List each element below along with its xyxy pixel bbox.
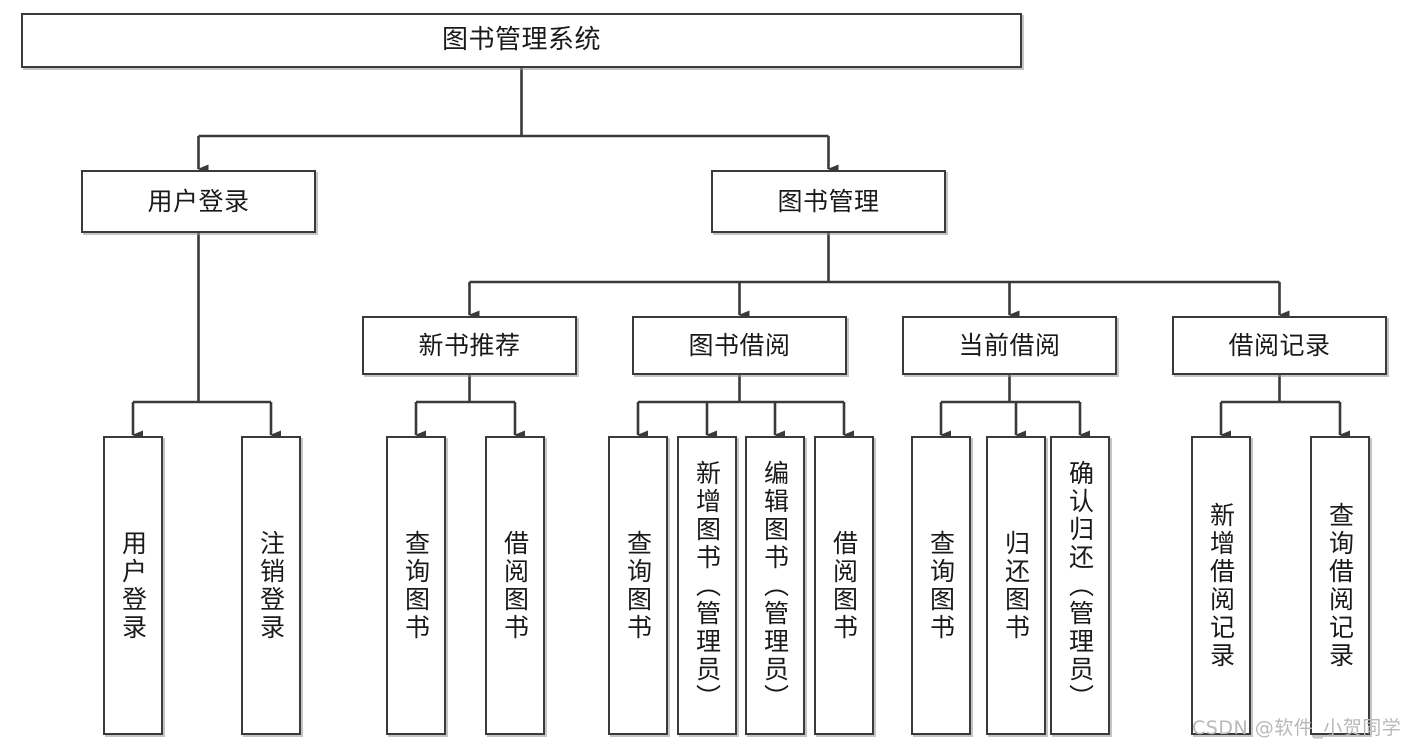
node-leaf-borrow-book-1[interactable]: 借阅图书 xyxy=(485,436,545,735)
node-new-book-rec[interactable]: 新书推荐 xyxy=(362,316,577,375)
node-leaf-query-record[interactable]: 查询借阅记录 xyxy=(1310,436,1370,735)
node-label: 借阅记录 xyxy=(1228,330,1331,360)
node-label: 图书管理 xyxy=(777,186,880,216)
node-leaf-edit-book[interactable]: 编辑图书（管理员） xyxy=(745,436,805,735)
node-book-borrow[interactable]: 图书借阅 xyxy=(632,316,847,375)
node-book-manage[interactable]: 图书管理 xyxy=(711,170,946,233)
node-leaf-borrow-book-2[interactable]: 借阅图书 xyxy=(814,436,874,735)
node-label: 新书推荐 xyxy=(418,330,521,360)
node-label: 新增图书（管理员） xyxy=(692,459,722,712)
node-root[interactable]: 图书管理系统 xyxy=(21,13,1022,68)
node-current-borrow[interactable]: 当前借阅 xyxy=(902,316,1117,375)
node-label: 注销登录 xyxy=(256,529,286,642)
node-label: 确认归还（管理员） xyxy=(1065,459,1095,712)
csdn-watermark: CSDN @软件_小贺同学 xyxy=(1192,717,1402,739)
node-leaf-query-book-1[interactable]: 查询图书 xyxy=(386,436,446,735)
node-leaf-return-book[interactable]: 归还图书 xyxy=(986,436,1046,735)
node-label: 用户登录 xyxy=(118,529,148,642)
node-label: 图书管理系统 xyxy=(441,24,601,55)
node-label: 图书借阅 xyxy=(688,330,791,360)
node-leaf-logout[interactable]: 注销登录 xyxy=(241,436,301,735)
node-leaf-query-book-3[interactable]: 查询图书 xyxy=(911,436,971,735)
node-label: 当前借阅 xyxy=(958,330,1061,360)
node-label: 编辑图书（管理员） xyxy=(760,459,790,712)
node-label: 查询图书 xyxy=(623,529,653,642)
node-label: 新增借阅记录 xyxy=(1206,501,1236,670)
node-leaf-user-login[interactable]: 用户登录 xyxy=(103,436,163,735)
node-borrow-record[interactable]: 借阅记录 xyxy=(1172,316,1387,375)
node-label: 借阅图书 xyxy=(829,529,859,642)
node-leaf-add-book[interactable]: 新增图书（管理员） xyxy=(677,436,737,735)
node-label: 查询图书 xyxy=(401,529,431,642)
node-label: 查询借阅记录 xyxy=(1325,501,1355,670)
node-leaf-query-book-2[interactable]: 查询图书 xyxy=(608,436,668,735)
node-label: 归还图书 xyxy=(1001,529,1031,642)
node-label: 借阅图书 xyxy=(500,529,530,642)
node-leaf-confirm-return[interactable]: 确认归还（管理员） xyxy=(1050,436,1110,735)
node-user-login[interactable]: 用户登录 xyxy=(81,170,316,233)
node-label: 用户登录 xyxy=(147,186,250,216)
node-label: 查询图书 xyxy=(926,529,956,642)
node-leaf-add-record[interactable]: 新增借阅记录 xyxy=(1191,436,1251,735)
